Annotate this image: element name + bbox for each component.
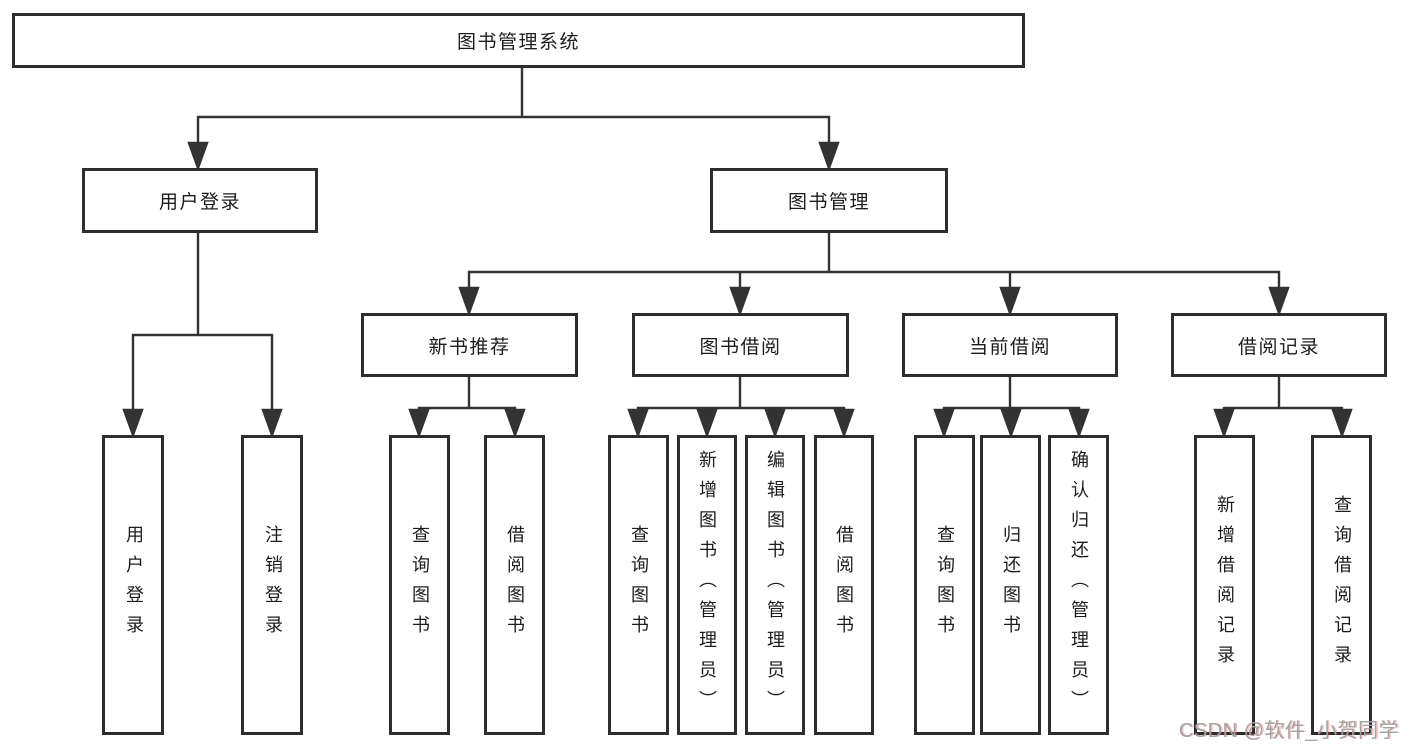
leaf-br-add-record: 新增借阅记录 (1194, 435, 1255, 735)
arrowhead (1331, 408, 1353, 439)
node-book-borrowing: 图书借阅 (632, 313, 849, 377)
arrowhead (122, 408, 144, 439)
node-book-management: 图书管理 (710, 168, 948, 233)
arrowhead (261, 408, 283, 439)
arrowhead (999, 286, 1021, 317)
leaf-nbr-query-books: 查询图书 (389, 435, 450, 735)
arrowhead (458, 286, 480, 317)
arrowhead (833, 408, 855, 439)
arrowhead (1268, 286, 1290, 317)
leaf-br-query-record: 查询借阅记录 (1311, 435, 1372, 735)
arrowhead (764, 408, 786, 439)
node-root-system: 图书管理系统 (12, 13, 1025, 68)
arrowhead (1000, 408, 1022, 439)
leaf-cb-confirm-return-admin: 确认归还（管理员） (1048, 435, 1109, 735)
arrowhead (408, 408, 430, 439)
node-user-login-group: 用户登录 (82, 168, 318, 233)
arrowhead (627, 408, 649, 439)
node-current-borrowing: 当前借阅 (902, 313, 1118, 377)
leaf-bb-add-books-admin: 新增图书（管理员） (677, 435, 737, 735)
arrowhead (696, 408, 718, 439)
node-borrow-records: 借阅记录 (1171, 313, 1387, 377)
leaf-cb-return-books: 归还图书 (980, 435, 1041, 735)
arrowhead (1213, 408, 1235, 439)
leaf-bb-borrow-books: 借阅图书 (814, 435, 874, 735)
leaf-bb-edit-books-admin: 编辑图书（管理员） (745, 435, 805, 735)
leaf-logout: 注销登录 (241, 435, 303, 735)
arrowhead (504, 408, 526, 439)
node-new-book-recommend: 新书推荐 (361, 313, 578, 377)
arrowhead (729, 286, 751, 317)
arrowhead (933, 408, 955, 439)
arrowhead (818, 141, 840, 172)
arrowhead (187, 141, 209, 172)
leaf-bb-query-books: 查询图书 (608, 435, 669, 735)
csdn-watermark: CSDN @软件_小贺同学 (1178, 720, 1399, 742)
leaf-nbr-borrow-books: 借阅图书 (484, 435, 545, 735)
leaf-cb-query-books: 查询图书 (914, 435, 975, 735)
leaf-user-login: 用户登录 (102, 435, 164, 735)
arrowhead (1068, 408, 1090, 439)
